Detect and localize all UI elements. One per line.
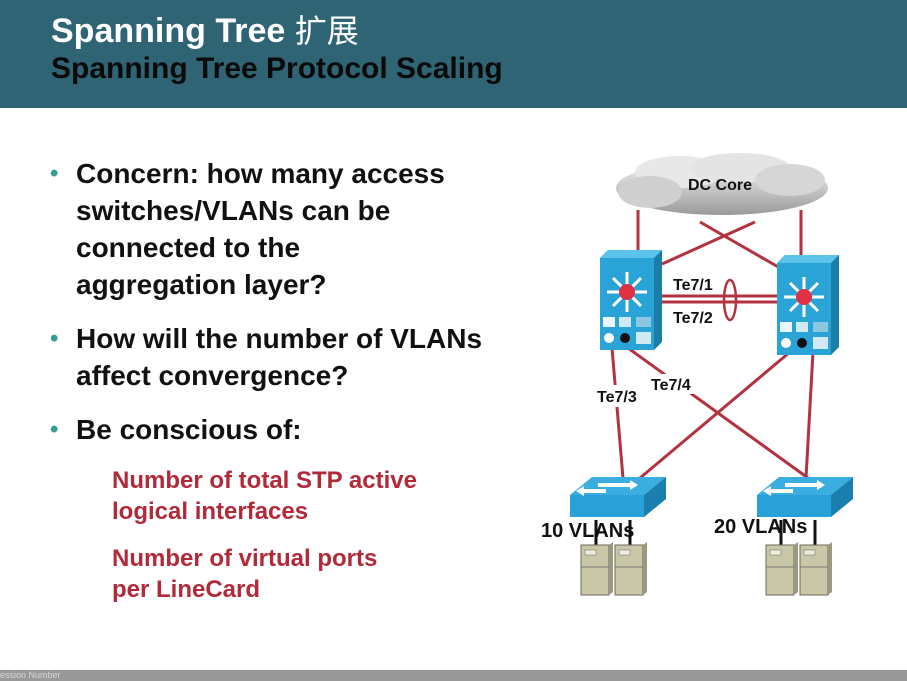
- aggregation-switch-left-icon: [598, 248, 664, 352]
- slide-subtitle: Spanning Tree Protocol Scaling: [51, 52, 503, 85]
- server-icon: [614, 541, 648, 596]
- sub-item-line: Number of virtual ports: [112, 545, 378, 572]
- server-icon: [580, 541, 614, 596]
- sub-item-line: Number of total STP active: [112, 467, 417, 494]
- sub-item: Number of total STP active logical inter…: [112, 465, 417, 527]
- access-switch-left-icon: [570, 477, 666, 517]
- bullet-item: • Concern: how many access switches/VLAN…: [50, 155, 550, 303]
- bullet-line: Concern: how many access: [76, 158, 445, 189]
- aggregation-switch-right-icon: [775, 253, 841, 357]
- footer-session-number: ession Number: [0, 670, 61, 680]
- title-bar: [0, 0, 907, 108]
- port-label: Te7/1: [673, 277, 713, 294]
- title-english: Spanning Tree: [51, 12, 295, 50]
- dc-core-cloud-icon: [616, 153, 828, 215]
- bullet-dot-icon: •: [50, 325, 59, 352]
- bullet-line: connected to the: [76, 232, 301, 263]
- slide-title: Spanning Tree 扩展: [51, 6, 359, 52]
- footer-bar: ession Number: [0, 670, 907, 681]
- port-channel-icon: [722, 278, 738, 322]
- server-icon: [765, 541, 799, 596]
- sub-item-line: per LineCard: [112, 576, 261, 603]
- links: [610, 210, 815, 480]
- bullet-dot-icon: •: [50, 160, 59, 187]
- link: [699, 220, 781, 270]
- bullet-line: switches/VLANs can be: [76, 195, 391, 226]
- server-icon: [799, 541, 833, 596]
- port-label: Te7/4: [651, 377, 691, 394]
- bullet-item: • Be conscious of:: [50, 411, 550, 448]
- bullet-dot-icon: •: [50, 416, 59, 443]
- core-label: DC Core: [688, 177, 752, 194]
- bullet-list: • Concern: how many access switches/VLAN…: [50, 155, 550, 465]
- bullet-item: • How will the number of VLANs affect co…: [50, 320, 550, 394]
- link: [639, 350, 791, 480]
- bullet-line: aggregation layer?: [76, 269, 327, 300]
- port-label: Te7/2: [673, 310, 713, 327]
- sub-item: Number of virtual ports per LineCard: [112, 543, 377, 605]
- access-switch-right-icon: [757, 477, 853, 517]
- bullet-line: How will the number of VLANs: [76, 323, 483, 354]
- access-vlan-label: 10 VLANs: [541, 520, 634, 542]
- link: [610, 347, 625, 479]
- port-label: Te7/3: [597, 389, 637, 406]
- title-chinese: 扩展: [294, 12, 359, 50]
- link: [804, 351, 815, 479]
- link: [661, 220, 756, 266]
- bullet-line: affect convergence?: [76, 360, 349, 391]
- bullet-line: Be conscious of:: [76, 414, 302, 445]
- access-vlan-label: 20 VLANs: [714, 516, 807, 538]
- sub-item-line: logical interfaces: [112, 498, 309, 525]
